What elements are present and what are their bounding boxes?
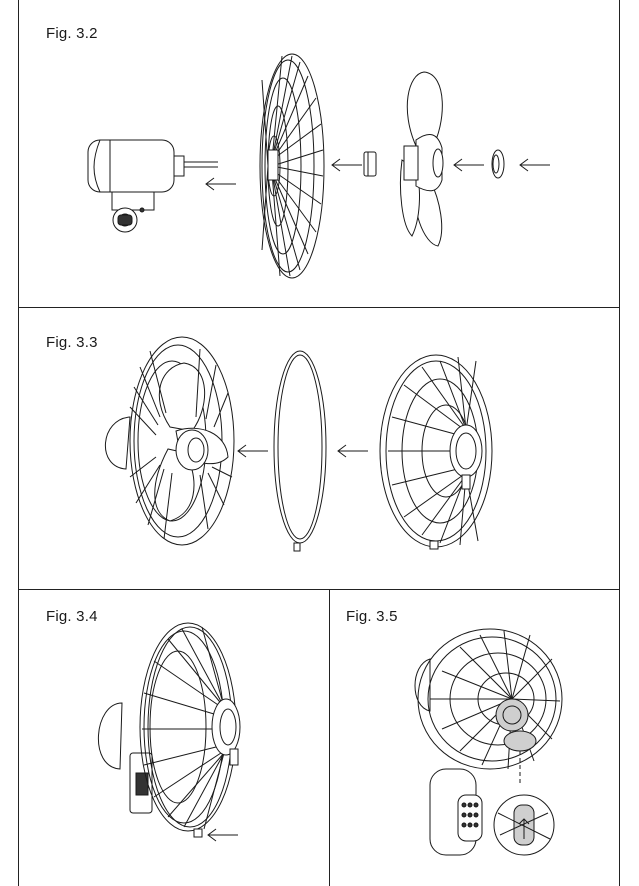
assembled-fan-drawing: [98, 623, 240, 837]
rear-guard-drawing: [260, 54, 324, 278]
figure-label: Fig. 3.3: [46, 334, 98, 351]
arrow-2: [332, 159, 362, 171]
guard-ring-assembly-illustration: [0, 307, 639, 589]
divider-vertical: [329, 589, 330, 886]
figure-label: Fig. 3.4: [46, 608, 98, 625]
spinner-nut-drawing: [364, 152, 376, 176]
motor-housing-drawing: [88, 140, 218, 232]
frame-left: [18, 0, 19, 886]
assembled-fan-clip-illustration: [18, 589, 329, 886]
frame-right: [619, 0, 620, 886]
figure-3-3: Fig. 3.3: [0, 307, 639, 589]
divider-1: [18, 307, 620, 308]
arrow-clip: [208, 829, 238, 841]
wall-mounted-fan-drawing: [415, 629, 562, 855]
figure-label: Fig. 3.5: [346, 608, 398, 625]
arrow-3: [454, 159, 484, 171]
fan-exploded-assembly-illustration: [0, 0, 639, 307]
figure-label: Fig. 3.2: [46, 25, 98, 42]
rear-guard-with-blade-drawing: [105, 337, 234, 545]
fan-blade-drawing: [400, 72, 443, 246]
guard-ring-drawing: [274, 351, 326, 551]
arrow-4: [520, 159, 550, 171]
figure-3-2: Fig. 3.2: [0, 0, 639, 307]
wall-mount-fan-illustration: [330, 589, 619, 886]
figure-3-5: Fig. 3.5: [330, 589, 619, 886]
arrow-1: [206, 178, 236, 190]
arrow-2: [338, 445, 368, 457]
arrow-1: [238, 445, 268, 457]
divider-2: [18, 589, 620, 590]
spinner-cap-drawing: [492, 150, 504, 178]
figure-3-4: Fig. 3.4: [18, 589, 329, 886]
front-guard-drawing: [380, 355, 492, 549]
